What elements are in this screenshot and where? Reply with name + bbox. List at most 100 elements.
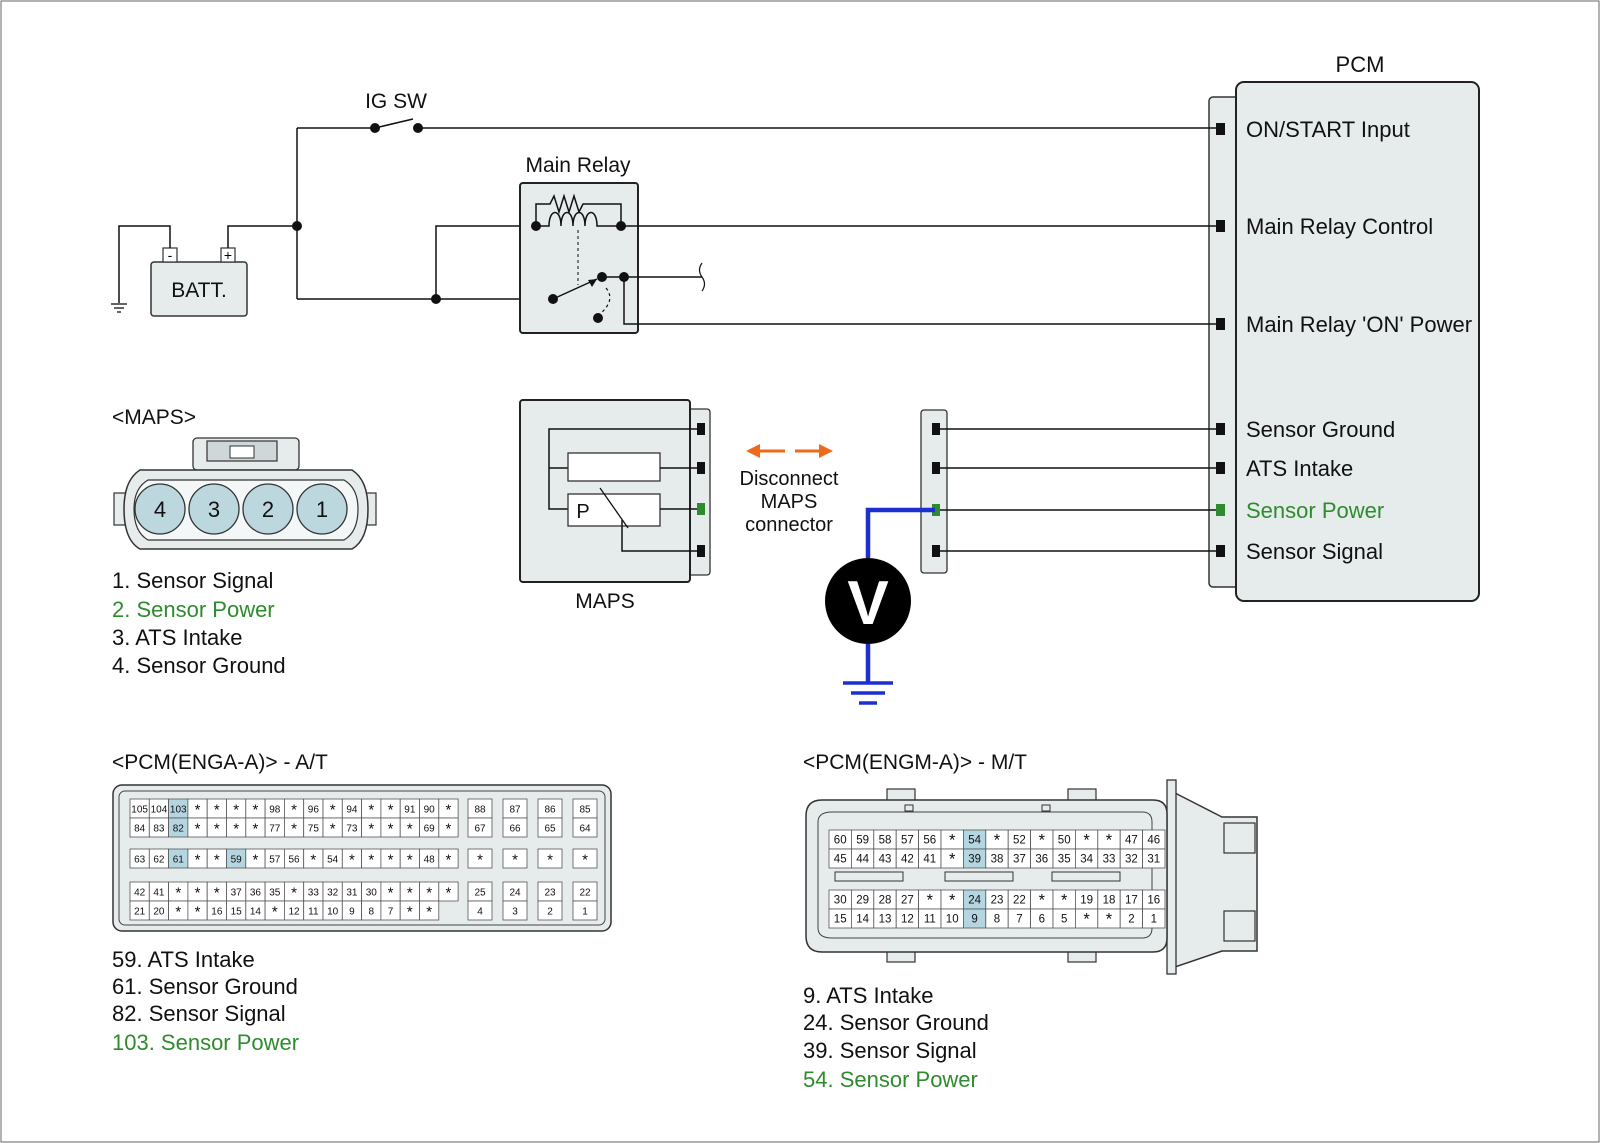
pin-label: * xyxy=(1106,832,1113,850)
relay-coil-feed-wire xyxy=(435,225,536,299)
voltmeter-label: V xyxy=(847,569,888,638)
relay-switch-nc-contact xyxy=(593,313,603,323)
ig-sw-blade xyxy=(374,118,414,129)
ground-symbol-icon xyxy=(843,681,893,705)
pin-label: 17 xyxy=(1125,895,1138,907)
pin-label: * xyxy=(388,821,394,838)
maps-internal-wire xyxy=(548,428,697,510)
pin-label: * xyxy=(195,821,201,838)
pin-label: * xyxy=(426,904,432,921)
maps-pin-label: 3 xyxy=(208,497,220,522)
pin-label: 94 xyxy=(346,805,358,816)
pin-label: * xyxy=(195,852,201,869)
pin-label: 23 xyxy=(991,895,1004,907)
pin-label: * xyxy=(446,885,452,902)
relay-pin xyxy=(531,221,541,231)
pin-label: * xyxy=(407,904,413,921)
maps-module-pin xyxy=(697,462,705,474)
main-relay-label: Main Relay xyxy=(525,154,631,177)
pin-label: 33 xyxy=(308,888,320,899)
pcm-terminal-label: ATS Intake xyxy=(1246,456,1353,481)
pcm-pin-on-start xyxy=(1216,123,1225,135)
pin-label: * xyxy=(368,852,374,869)
pcm-pin-ats-intake xyxy=(1216,462,1225,474)
ground-symbol-icon xyxy=(111,303,127,313)
pin-label: 32 xyxy=(327,888,339,899)
pin-label: * xyxy=(388,852,394,869)
pin-label: 103 xyxy=(170,805,187,816)
pin-label: 15 xyxy=(834,914,847,926)
pin-label: * xyxy=(407,821,413,838)
disconnect-line: connector xyxy=(745,514,833,536)
pin-label: 14 xyxy=(250,907,262,918)
pin-cell xyxy=(572,848,598,869)
pcm-m-inner-rim xyxy=(817,811,1153,939)
maps-legend-item-sensor-power: 2. Sensor Power xyxy=(112,597,275,622)
pin-label: 41 xyxy=(153,888,165,899)
ig-sw-contact xyxy=(413,123,423,133)
pcm-terminals xyxy=(1216,123,1225,557)
pin-label: 36 xyxy=(250,888,262,899)
pin-label: * xyxy=(291,821,297,838)
pcm-m-legend-item: 39. Sensor Signal xyxy=(803,1038,977,1063)
pin-cell xyxy=(502,900,528,921)
voltmeter-icon xyxy=(825,558,911,644)
pcm-terminal-label: Sensor Signal xyxy=(1246,539,1383,564)
pin-label: 77 xyxy=(269,824,281,835)
pin-label: 31 xyxy=(346,888,358,899)
voltmeter: V xyxy=(825,507,935,705)
pin-label: 2 xyxy=(1128,914,1134,926)
junction-dot xyxy=(431,294,441,304)
maps-module-box xyxy=(519,399,691,583)
pin-label: * xyxy=(291,885,297,902)
pcm-a-legend-item: 61. Sensor Ground xyxy=(112,974,298,999)
pin-label: * xyxy=(446,852,452,869)
pin-label: 7 xyxy=(388,907,394,918)
pin-cell xyxy=(1142,908,1166,929)
pcm-m-slot xyxy=(1051,871,1121,882)
pcm-terminal-label-sensor-power: Sensor Power xyxy=(1246,498,1384,523)
pin-cell xyxy=(502,817,528,838)
maps-sensor: P MAPS xyxy=(519,399,711,613)
maps-legend-item: 4. Sensor Ground xyxy=(112,653,286,678)
pin-label: 98 xyxy=(269,805,281,816)
pin-label: 41 xyxy=(923,854,936,866)
pin-label: * xyxy=(407,852,413,869)
battery-ground-wire xyxy=(118,225,171,303)
pin-label: 29 xyxy=(856,895,869,907)
pcm-terminal-label: Main Relay Control xyxy=(1246,214,1433,239)
maps-pins: 4 3 2 1 xyxy=(134,483,348,535)
pin-label: 37 xyxy=(231,888,243,899)
pin-label: * xyxy=(949,851,956,869)
pin-label: 32 xyxy=(1125,854,1138,866)
maps-pin-label: 2 xyxy=(262,497,274,522)
pin-label: 43 xyxy=(879,854,892,866)
pin-label: 57 xyxy=(901,835,914,847)
disconnect-annotation: Disconnect MAPS connector xyxy=(740,444,839,536)
maps-legend-item: 1. Sensor Signal xyxy=(112,568,273,593)
ig-sw-label: IG SW xyxy=(365,90,427,113)
pin-label: 90 xyxy=(424,805,436,816)
arrow-left-icon xyxy=(746,444,760,458)
pcm-m-rear-tab xyxy=(1223,910,1256,942)
pin-label: * xyxy=(310,852,316,869)
battery-box xyxy=(150,261,248,317)
pin-label: * xyxy=(446,821,452,838)
pin-label: 4 xyxy=(477,907,483,918)
pcm-a-legend-item: 82. Sensor Signal xyxy=(112,1001,286,1026)
battery: - + BATT. xyxy=(111,225,248,317)
pin-label: 10 xyxy=(327,907,339,918)
maps-p-label: P xyxy=(576,501,589,523)
pcm-terminal-label: ON/START Input xyxy=(1246,117,1410,142)
relay-switch-arrow-icon xyxy=(588,279,597,287)
pin-label: 73 xyxy=(346,824,358,835)
pin-label: * xyxy=(1083,911,1090,929)
pin-label: * xyxy=(175,904,181,921)
pin-label: 21 xyxy=(134,907,146,918)
pin-label: * xyxy=(927,892,934,910)
pin-label: * xyxy=(512,852,518,869)
pin-cell xyxy=(467,848,493,869)
pin-label: 13 xyxy=(879,914,892,926)
pcm-box xyxy=(1235,81,1480,602)
